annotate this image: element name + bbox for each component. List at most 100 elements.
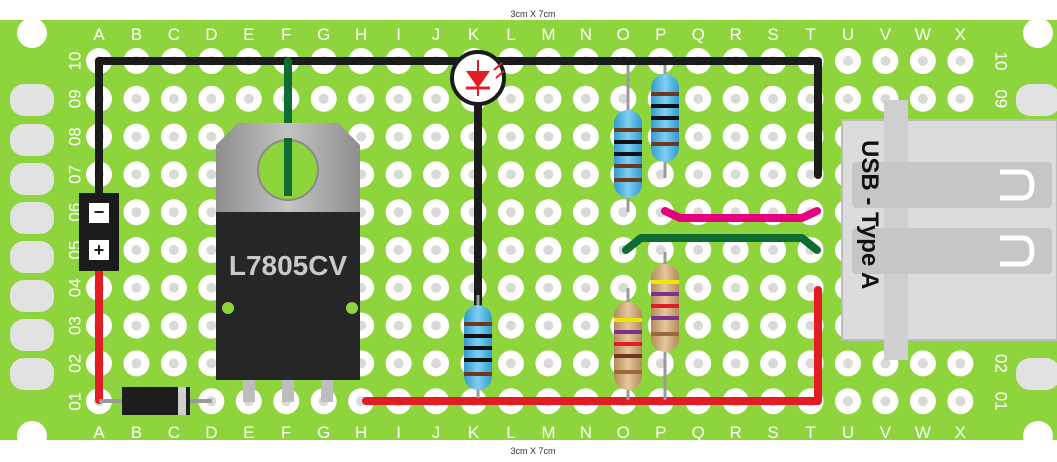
col-label-U: U — [842, 25, 854, 44]
pad-K05 — [460, 237, 487, 263]
pad-N02 — [572, 350, 599, 377]
pad-V01 — [872, 388, 899, 415]
col-label-S: S — [767, 423, 778, 442]
col-label-F: F — [281, 25, 291, 44]
pad-R07 — [722, 161, 749, 188]
resistor-r1 — [464, 295, 492, 398]
pad-J04 — [423, 274, 450, 301]
col-label-T: T — [805, 25, 815, 44]
col-label-V: V — [880, 25, 892, 44]
col-label-X: X — [955, 423, 966, 442]
pad-P06 — [647, 199, 674, 226]
pad-W09 — [909, 85, 936, 112]
mounting-hole — [17, 18, 47, 48]
col-label-O: O — [617, 25, 630, 44]
col-label-E: E — [243, 25, 254, 44]
col-label-S: S — [767, 25, 778, 44]
pad-L04 — [497, 274, 524, 301]
board-size-top: 3cm X 7cm — [510, 9, 555, 19]
pad-R05 — [722, 237, 749, 263]
col-label-E: E — [243, 423, 254, 442]
mounting-hole — [17, 421, 47, 451]
pad-O06 — [610, 199, 637, 226]
pad-M09 — [535, 85, 562, 112]
pad-R04 — [722, 274, 749, 301]
mounting-hole — [1023, 18, 1053, 48]
row-label-08: 08 — [65, 127, 84, 146]
pad-X10 — [947, 48, 974, 74]
pad-U01 — [835, 388, 861, 415]
regulator-label: L7805CV — [229, 250, 348, 281]
pad-L09 — [497, 85, 524, 112]
row-label-02: 02 — [992, 354, 1011, 373]
col-label-Q: Q — [692, 423, 705, 442]
col-label-P: P — [655, 25, 666, 44]
col-label-M: M — [541, 423, 555, 442]
pad-S07 — [760, 161, 787, 188]
pad-O09 — [610, 85, 637, 112]
col-label-V: V — [880, 423, 892, 442]
pad-P05 — [647, 237, 674, 263]
led — [450, 50, 506, 106]
col-label-K: K — [468, 423, 480, 442]
pad-R09 — [722, 85, 749, 112]
pad-C09 — [160, 85, 187, 112]
pad-C05 — [160, 237, 187, 263]
pad-M08 — [535, 123, 562, 150]
pad-I09 — [385, 85, 412, 112]
pad-S03 — [760, 312, 787, 339]
pad-I08 — [385, 123, 412, 150]
col-label-H: H — [355, 423, 367, 442]
row-label-10: 10 — [992, 52, 1011, 71]
pad-U02 — [835, 350, 861, 377]
col-label-A: A — [93, 25, 105, 44]
pad-B09 — [123, 85, 150, 112]
row-label-09: 09 — [992, 89, 1011, 108]
pad-I02 — [385, 350, 412, 377]
pad-C03 — [160, 312, 187, 339]
col-label-D: D — [205, 423, 217, 442]
col-label-R: R — [730, 423, 742, 442]
col-label-X: X — [955, 25, 966, 44]
pad-B04 — [123, 274, 150, 301]
pad-C04 — [160, 274, 187, 301]
col-label-B: B — [131, 423, 142, 442]
pad-Q07 — [685, 161, 712, 188]
pad-W10 — [909, 48, 936, 74]
row-label-01: 01 — [992, 392, 1011, 411]
pad-Q05 — [685, 237, 712, 263]
pad-Q02 — [685, 350, 712, 377]
col-label-G: G — [317, 25, 330, 44]
pad-N03 — [572, 312, 599, 339]
pad-N08 — [572, 123, 599, 150]
resistor-r4 — [614, 288, 642, 400]
pad-X01 — [947, 388, 974, 415]
pad-B06 — [123, 199, 150, 226]
board-size-bottom: 3cm X 7cm — [510, 446, 555, 456]
pad-C02 — [160, 350, 187, 377]
pad-L06 — [497, 199, 524, 226]
pad-M06 — [535, 199, 562, 226]
pad-J08 — [423, 123, 450, 150]
col-label-D: D — [205, 25, 217, 44]
pad-C06 — [160, 199, 187, 226]
row-label-03: 03 — [65, 316, 84, 335]
pad-B08 — [123, 123, 150, 150]
pad-J05 — [423, 237, 450, 263]
wire-red-5v — [362, 286, 822, 405]
pad-B03 — [123, 312, 150, 339]
col-label-T: T — [805, 423, 815, 442]
col-label-L: L — [506, 25, 515, 44]
col-label-F: F — [281, 423, 291, 442]
pad-S04 — [760, 274, 787, 301]
col-label-N: N — [580, 25, 592, 44]
col-label-G: G — [317, 423, 330, 442]
col-label-B: B — [131, 25, 142, 44]
pad-N05 — [572, 237, 599, 263]
pad-S09 — [760, 85, 787, 112]
terminal-minus-label: − — [94, 202, 105, 222]
edge-slots — [10, 84, 1057, 390]
